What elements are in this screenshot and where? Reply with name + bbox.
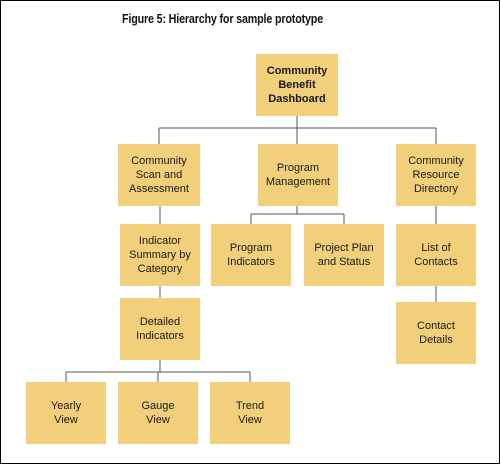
- node-project-plan-and-status: Project Plan and Status: [304, 224, 384, 286]
- node-line: List of: [421, 242, 451, 254]
- node-line: Project Plan: [314, 242, 374, 254]
- node-line: Yearly: [50, 400, 82, 412]
- node-line: Assessment: [129, 183, 189, 195]
- node-line: Trend: [235, 400, 265, 412]
- node-line: View: [146, 414, 170, 426]
- node-line: Scan and: [135, 169, 183, 181]
- node-line: Benefit: [278, 79, 316, 91]
- node-line: Indicators: [227, 256, 275, 268]
- node-line: Summary by: [129, 249, 191, 261]
- node-line: Management: [265, 176, 331, 188]
- figure-caption: Figure 5: Hierarchy for sample prototype: [122, 12, 324, 26]
- node-line: View: [54, 414, 78, 426]
- node-line: Category: [137, 263, 183, 275]
- node-line: and Status: [317, 256, 371, 268]
- node-line: Dashboard: [268, 93, 326, 105]
- node-line: Community: [131, 155, 187, 167]
- node-line: Program: [229, 242, 273, 254]
- node-line: Indicators: [136, 330, 184, 342]
- node-line: View: [238, 414, 262, 426]
- node-line: Details: [419, 334, 453, 346]
- node-line: Indicator: [138, 235, 182, 247]
- node-line: Detailed: [139, 316, 181, 328]
- node-line: Directory: [413, 183, 458, 195]
- node-line: Resource: [412, 169, 460, 181]
- node-line: Program: [276, 162, 320, 174]
- node-line: Community: [266, 65, 328, 77]
- node-list-of-contacts: List of Contacts: [396, 224, 476, 286]
- node-line: Contacts: [414, 256, 458, 268]
- node-line: Contact: [417, 320, 455, 332]
- node-line: Community: [408, 155, 464, 167]
- node-line: Gauge: [141, 400, 175, 412]
